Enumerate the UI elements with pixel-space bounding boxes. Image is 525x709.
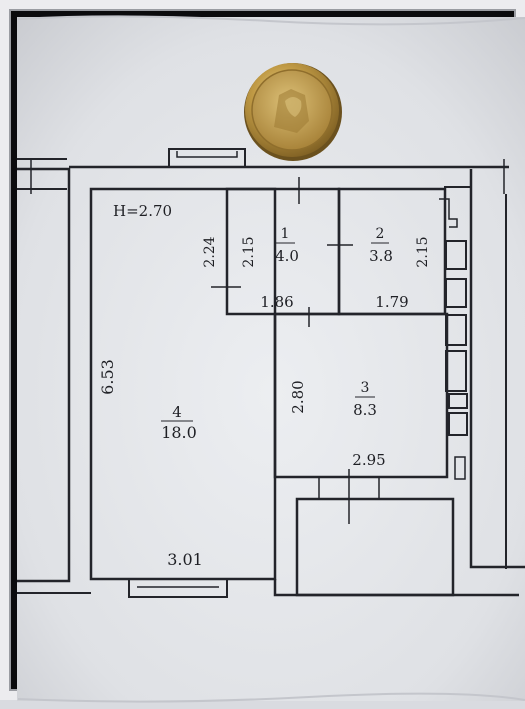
- room-1-area: 4.0: [275, 247, 299, 265]
- room-4-area: 18.0: [161, 423, 197, 442]
- coin: [244, 63, 342, 161]
- room-3-number: 3: [361, 380, 370, 396]
- room-4-number: 4: [172, 403, 182, 421]
- room-4-width-dimension: 3.01: [167, 550, 203, 569]
- room-2-height-dimension: 2.15: [415, 236, 431, 267]
- room-3-area: 8.3: [353, 401, 377, 419]
- room-1-number: 1: [281, 226, 290, 242]
- room-1-left-height-dimension: 2.24: [202, 236, 218, 267]
- floor-plan-photo: H=2.70 1 4.0 2 3.8 3 8.3 4 18.0 1.86 1.7…: [17, 15, 525, 703]
- room-2-width-dimension: 1.79: [375, 293, 408, 311]
- room-1-right-height-dimension: 2.15: [241, 236, 257, 267]
- room-1-width-dimension: 1.86: [260, 293, 293, 311]
- room-2-number: 2: [376, 226, 385, 242]
- room-3-height-dimension: 2.80: [289, 380, 307, 413]
- room-2-area: 3.8: [369, 247, 393, 265]
- room-4-height-dimension: 6.53: [98, 359, 117, 395]
- ceiling-height-label: H=2.70: [113, 202, 172, 220]
- room-3-width-dimension: 2.95: [352, 451, 385, 469]
- plan-lines: [17, 148, 525, 598]
